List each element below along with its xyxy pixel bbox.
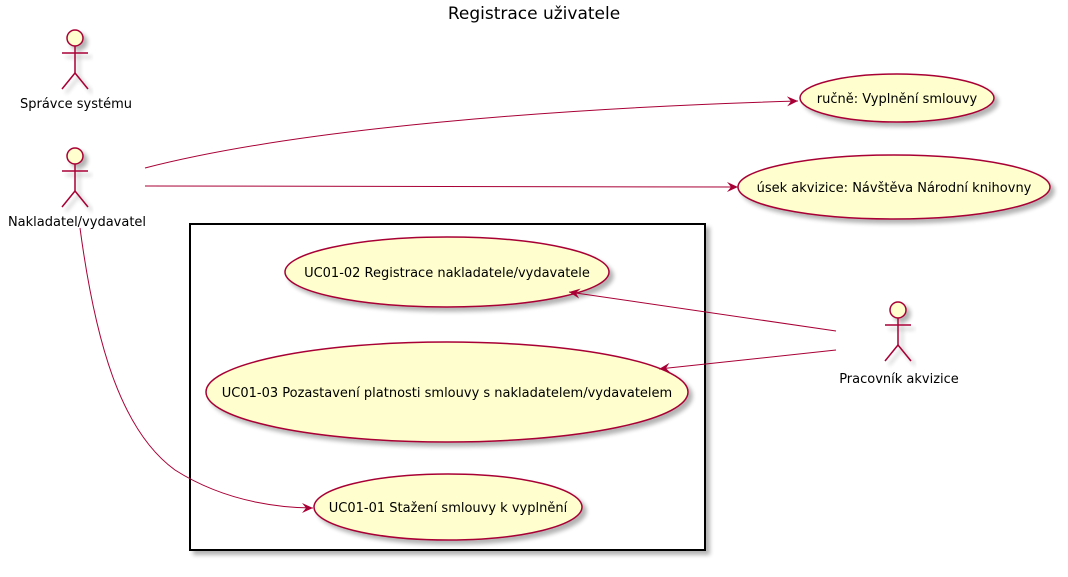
actor-acquisition [884,301,912,362]
actor-admin-label: Správce systému [20,97,132,112]
usecase-uc0101 [313,473,583,541]
edge-acquisition-uc0102 [568,288,837,332]
usecase-manual-fill [799,73,995,123]
edge-publisher-uc0101 [79,227,314,513]
edge-publisher-manual-fill [144,96,799,169]
actor-admin [61,29,89,90]
actor-publisher-label: Nakladatel/vydavatel [8,215,146,230]
usecase-uc0102 [284,236,610,308]
usecase-uc0102-label: UC01-02 Registrace nakladatele/vydavatel… [304,266,590,281]
usecase-uc0103 [205,341,689,443]
usecase-manual-fill-label: ručně: Vyplnění smlouvy [817,92,978,107]
usecase-uc0101-label: UC01-01 Stažení smlouvy k vyplnění [329,501,568,516]
actor-publisher [61,147,89,208]
usecase-library-visit-label: úsek akvizice: Návštěva Národní knihovny [757,181,1032,196]
edge-acquisition-uc0103 [658,349,837,373]
actor-acquisition-label: Pracovník akvizice [839,372,959,387]
usecase-uc0103-label: UC01-03 Pozastavení platnosti smlouvy s … [222,386,672,401]
diagram-title: Registrace uživatele [448,4,620,24]
edge-publisher-library-visit [144,181,739,192]
